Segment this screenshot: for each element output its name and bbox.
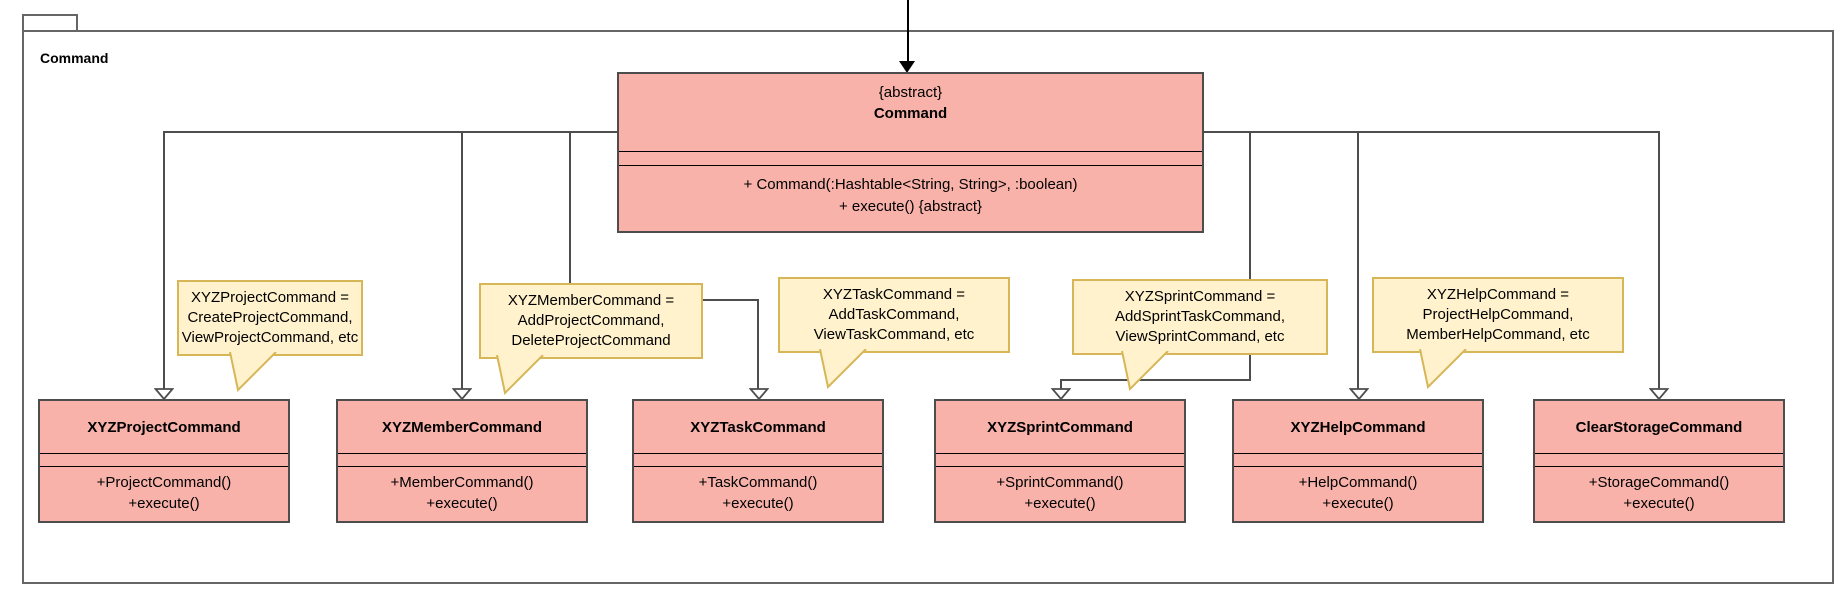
connector-line — [163, 131, 619, 133]
class-method: +TaskCommand() — [698, 474, 818, 491]
package-tab — [22, 14, 78, 31]
connector-line — [1658, 131, 1660, 389]
class-methods-section: +TaskCommand() +execute() — [634, 466, 882, 521]
class-method: +HelpCommand() — [1298, 474, 1418, 491]
class-methods-section: +StorageCommand() +execute() — [1535, 466, 1783, 521]
generalization-arrowhead-icon — [154, 388, 174, 400]
class-method: +execute() — [128, 495, 200, 512]
connector-line — [1249, 131, 1251, 381]
class-methods-section: +SprintCommand() +execute() — [936, 466, 1184, 521]
class-name: XYZTaskCommand — [690, 418, 826, 436]
class-name: ClearStorageCommand — [1575, 418, 1743, 436]
class-methods-section: + Command(:Hashtable<String, String>, :b… — [619, 165, 1202, 231]
class-methods-section: +MemberCommand() +execute() — [338, 466, 586, 521]
package-label: Command — [40, 50, 109, 66]
class-method: +execute() — [722, 495, 794, 512]
class-attributes-section — [634, 453, 882, 466]
class-clearstoragecommand: ClearStorageCommand +StorageCommand() +e… — [1533, 399, 1785, 523]
class-name: Command — [873, 105, 948, 122]
generalization-arrowhead-icon — [1349, 388, 1369, 400]
note-tail — [1121, 351, 1169, 392]
note-task-command: XYZTaskCommand = AddTaskCommand, ViewTas… — [778, 277, 1010, 353]
class-method: +ProjectCommand() — [96, 474, 232, 491]
class-xyzhelpcommand: XYZHelpCommand +HelpCommand() +execute() — [1232, 399, 1484, 523]
class-method: +MemberCommand() — [390, 474, 534, 491]
class-attributes-section — [40, 453, 288, 466]
generalization-arrowhead-icon — [452, 388, 472, 400]
note-tail — [1419, 349, 1467, 390]
note-project-command: XYZProjectCommand = CreateProjectCommand… — [177, 280, 363, 356]
class-xyztaskcommand: XYZTaskCommand +TaskCommand() +execute() — [632, 399, 884, 523]
class-name: XYZHelpCommand — [1290, 418, 1426, 436]
class-xyzsprintcommand: XYZSprintCommand +SprintCommand() +execu… — [934, 399, 1186, 523]
class-method: + execute() {abstract} — [839, 198, 982, 215]
class-command-abstract: {abstract} Command + Command(:Hashtable<… — [617, 72, 1204, 233]
class-attributes-section — [936, 453, 1184, 466]
note-tail — [819, 349, 867, 390]
class-method: +execute() — [1623, 495, 1695, 512]
connector-line — [1060, 379, 1062, 389]
generalization-arrowhead-icon — [1051, 388, 1071, 400]
class-method: +SprintCommand() — [996, 474, 1124, 491]
class-attributes-section — [1234, 453, 1482, 466]
note-tail — [229, 352, 277, 393]
generalization-arrowhead-icon — [749, 388, 769, 400]
note-help-command: XYZHelpCommand = ProjectHelpCommand, Mem… — [1372, 277, 1624, 353]
class-name: XYZProjectCommand — [87, 418, 241, 436]
class-method: +execute() — [1322, 495, 1394, 512]
note-tail — [496, 355, 544, 396]
note-sprint-command: XYZSprintCommand = AddSprintTaskCommand,… — [1072, 279, 1328, 355]
connector-line — [1201, 131, 1660, 133]
class-name: XYZSprintCommand — [987, 418, 1133, 436]
connector-line — [907, 0, 909, 63]
connector-line — [1357, 131, 1359, 389]
class-attributes-section — [338, 453, 586, 466]
class-attributes-section — [619, 151, 1202, 165]
class-xyzprojectcommand: XYZProjectCommand +ProjectCommand() +exe… — [38, 399, 290, 523]
class-attributes-section — [1535, 453, 1783, 466]
class-name: XYZMemberCommand — [381, 418, 543, 436]
class-title-section: {abstract} Command — [619, 74, 1202, 151]
connector-line — [1060, 379, 1251, 381]
connector-line — [163, 131, 165, 389]
class-xyzmembercommand: XYZMemberCommand +MemberCommand() +execu… — [336, 399, 588, 523]
class-methods-section: +HelpCommand() +execute() — [1234, 466, 1482, 521]
arrowhead-down-icon — [899, 61, 915, 73]
class-stereotype: {abstract} — [878, 84, 943, 101]
generalization-arrowhead-icon — [1649, 388, 1669, 400]
connector-line — [569, 131, 571, 301]
class-method: +execute() — [426, 495, 498, 512]
class-method: +StorageCommand() — [1588, 474, 1730, 491]
class-method: +execute() — [1024, 495, 1096, 512]
class-method: + Command(:Hashtable<String, String>, :b… — [743, 176, 1078, 193]
connector-line — [757, 299, 759, 389]
connector-line — [461, 131, 463, 389]
package-frame — [22, 30, 1834, 584]
note-member-command: XYZMemberCommand = AddProjectCommand, De… — [479, 283, 703, 359]
class-methods-section: +ProjectCommand() +execute() — [40, 466, 288, 521]
